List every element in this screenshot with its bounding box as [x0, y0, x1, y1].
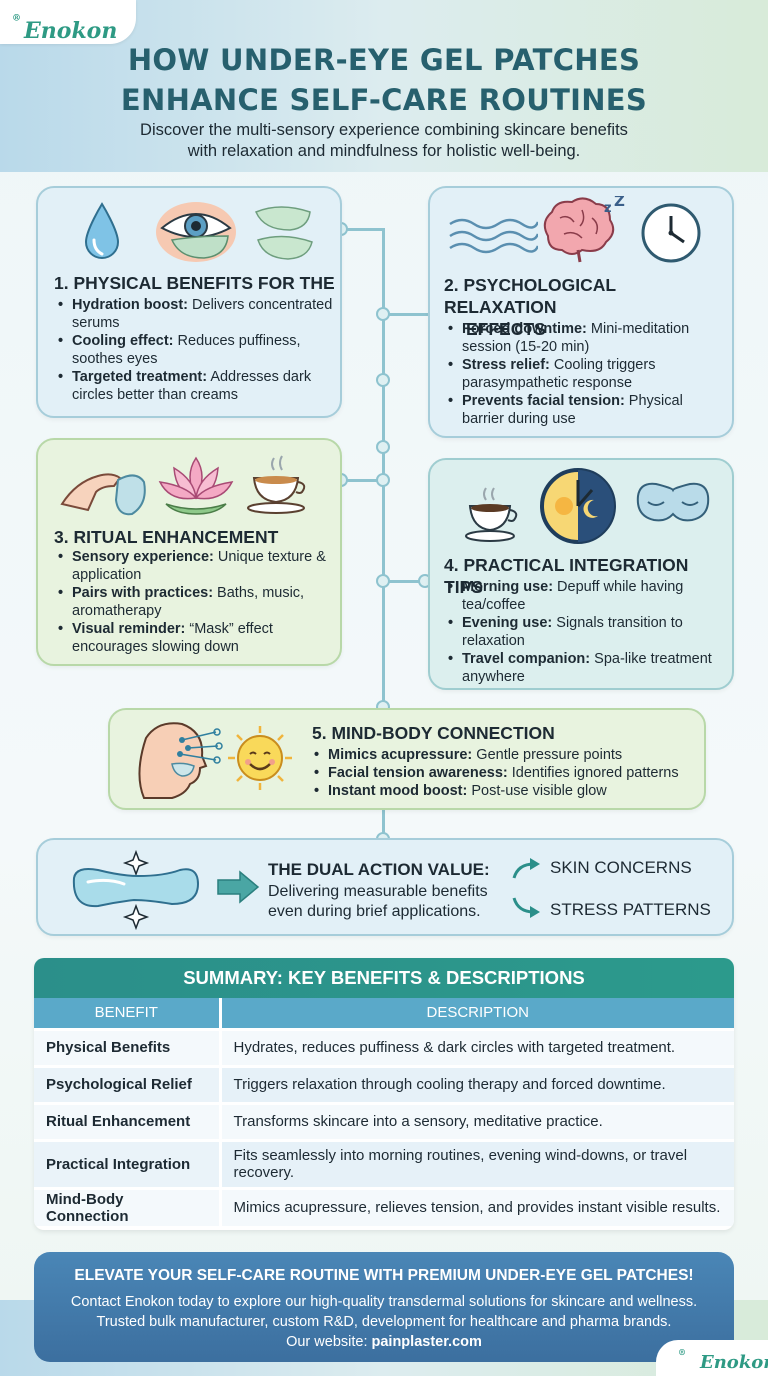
bullet-list: Morning use: Depuff while having tea/cof…: [446, 578, 730, 686]
card-physical-benefits: 1. PHYSICAL BENEFITS FOR THE Hydration b…: [36, 186, 342, 418]
card-title: 1. PHYSICAL BENEFITS FOR THE: [54, 273, 335, 293]
table: BENEFIT DESCRIPTION Physical Benefits Hy…: [34, 998, 734, 1226]
list-item: Prevents facial tension: Physical barrie…: [446, 392, 728, 428]
table-row: Mind-Body Connection Mimics acupressure,…: [34, 1186, 734, 1226]
timeline-connector: [340, 479, 384, 482]
sleep-mask-icon: [636, 482, 710, 522]
table-row: Ritual Enhancement Transforms skincare i…: [34, 1101, 734, 1140]
table-cell-description: Transforms skincare into a sensory, medi…: [220, 1101, 734, 1140]
list-item: Facial tension awareness: Identifies ign…: [312, 764, 702, 782]
header: Enokon® HOW UNDER-EYE GEL PATCHES ENHANC…: [0, 0, 768, 172]
cta-line: Trusted bulk manufacturer, custom R&D, d…: [96, 1314, 672, 1330]
card-ritual-enhancement: 3. RITUAL ENHANCEMENT Sensory experience…: [36, 438, 342, 666]
table-cell-description: Mimics acupressure, relieves tension, an…: [220, 1186, 734, 1226]
timeline-dot: [376, 574, 390, 588]
svg-text:Z: Z: [614, 196, 625, 210]
timeline-connector: [340, 228, 384, 231]
table-cell-description: Hydrates, reduces puffiness & dark circl…: [220, 1027, 734, 1066]
column-header: DESCRIPTION: [220, 998, 734, 1029]
timeline-dot: [376, 440, 390, 454]
summary-table: SUMMARY: KEY BENEFITS & DESCRIPTIONS BEN…: [34, 958, 734, 1230]
dual-action-panel: THE DUAL ACTION VALUE: Delivering measur…: [36, 838, 734, 936]
dual-action-title: THE DUAL ACTION VALUE:: [268, 860, 490, 879]
page-title: HOW UNDER-EYE GEL PATCHES ENHANCE SELF-C…: [120, 43, 648, 117]
cta-title: ELEVATE YOUR SELF-CARE ROUTINE WITH PREM…: [74, 1267, 694, 1284]
list-item: Forced downtime: Mini-meditation session…: [446, 320, 728, 356]
arrow-icon: [512, 897, 540, 918]
table-cell-description: Triggers relaxation through cooling ther…: [220, 1064, 734, 1103]
list-item: Morning use: Depuff while having tea/cof…: [446, 578, 730, 614]
card-psychological-relaxation: z Z 2. PSYCHOLOGICAL RELAXATION EFFECTS …: [428, 186, 734, 438]
table-cell-benefit: Ritual Enhancement: [34, 1101, 222, 1140]
list-item: Travel companion: Spa-like treatment any…: [446, 650, 730, 686]
list-item: Visual reminder: “Mask” effect encourage…: [56, 620, 338, 656]
cta-website-line: Our website: painplaster.com: [286, 1334, 482, 1350]
card-title: 3. RITUAL ENHANCEMENT: [54, 527, 279, 547]
arrow-icon: [217, 870, 260, 904]
table-cell-description: Fits seamlessly into morning routines, e…: [220, 1138, 734, 1188]
face-acupressure-icon: [138, 722, 223, 799]
table-cell-benefit: Practical Integration: [34, 1138, 222, 1188]
tea-cup-icon: [247, 455, 306, 514]
timeline-dot: [376, 307, 390, 321]
eye-patch-icon: [156, 202, 236, 262]
card-practical-integration: 4. PRACTICAL INTEGRATION TIPS Morning us…: [428, 458, 734, 690]
hand-patch-icon: [60, 473, 146, 516]
bullet-list: Sensory experience: Unique texture & app…: [56, 548, 338, 656]
list-item: Stress relief: Cooling triggers parasymp…: [446, 356, 728, 392]
day-night-clock-icon: [540, 468, 616, 544]
table-cell-benefit: Physical Benefits: [34, 1027, 222, 1066]
cta-line: Contact Enokon today to explore our high…: [70, 1294, 698, 1310]
website-link[interactable]: painplaster.com: [371, 1334, 482, 1350]
arrow-icon: [512, 858, 540, 879]
cta-banner: ELEVATE YOUR SELF-CARE ROUTINE WITH PREM…: [34, 1252, 734, 1362]
brand-logo[interactable]: Enokon®: [0, 0, 136, 44]
list-item: Hydration boost: Delivers concentrated s…: [56, 296, 338, 332]
table-title: SUMMARY: KEY BENEFITS & DESCRIPTIONS: [34, 958, 734, 998]
list-item: Targeted treatment: Addresses dark circl…: [56, 368, 338, 404]
list-item: Mimics acupressure: Gentle pressure poin…: [312, 746, 702, 764]
clock-icon: [641, 203, 701, 263]
dual-label-skin: SKIN CONCERNS: [550, 858, 692, 877]
coffee-cup-icon: [465, 487, 518, 542]
list-item: Pairs with practices: Baths, music, arom…: [56, 584, 338, 620]
dual-label-stress: STRESS PATTERNS: [550, 900, 711, 919]
lotus-icon: [158, 456, 234, 515]
table-row: Psychological Relief Triggers relaxation…: [34, 1064, 734, 1103]
card-mind-body-connection: 5. MIND-BODY CONNECTION Mimics acupressu…: [108, 708, 706, 810]
list-item: Sensory experience: Unique texture & app…: [56, 548, 338, 584]
table-row: Physical Benefits Hydrates, reduces puff…: [34, 1027, 734, 1066]
table-cell-benefit: Psychological Relief: [34, 1064, 222, 1103]
page-subtitle: Discover the multi-sensory experience co…: [140, 121, 628, 160]
waves-icon: [449, 218, 538, 254]
gel-patch-sparkle-icon: [72, 849, 200, 930]
list-item: Cooling effect: Reduces puffiness, sooth…: [56, 332, 338, 368]
bullet-list: Forced downtime: Mini-meditation session…: [446, 320, 728, 428]
brain-icon: z Z: [543, 196, 625, 263]
timeline-dot: [376, 473, 390, 487]
column-header: BENEFIT: [34, 998, 222, 1029]
smiley-sun-icon: [228, 726, 292, 790]
timeline-line: [382, 228, 385, 840]
dual-action-text: Delivering measurable benefits even duri…: [268, 883, 488, 920]
svg-text:z: z: [604, 201, 612, 216]
timeline-connector: [384, 313, 430, 316]
card-title: 5. MIND-BODY CONNECTION: [312, 723, 555, 743]
bullet-list: Hydration boost: Delivers concentrated s…: [56, 296, 338, 404]
gel-patches-icon: [255, 206, 313, 260]
brand-logo-footer[interactable]: Enokon®: [656, 1340, 768, 1376]
timeline-dot: [376, 373, 390, 387]
table-row: Practical Integration Fits seamlessly in…: [34, 1138, 734, 1188]
list-item: Instant mood boost: Post-use visible glo…: [312, 782, 702, 800]
timeline-connector: [384, 580, 430, 583]
bullet-list: Mimics acupressure: Gentle pressure poin…: [312, 746, 702, 800]
table-cell-benefit: Mind-Body Connection: [34, 1186, 222, 1226]
water-drop-icon: [84, 202, 120, 259]
list-item: Evening use: Signals transition to relax…: [446, 614, 730, 650]
